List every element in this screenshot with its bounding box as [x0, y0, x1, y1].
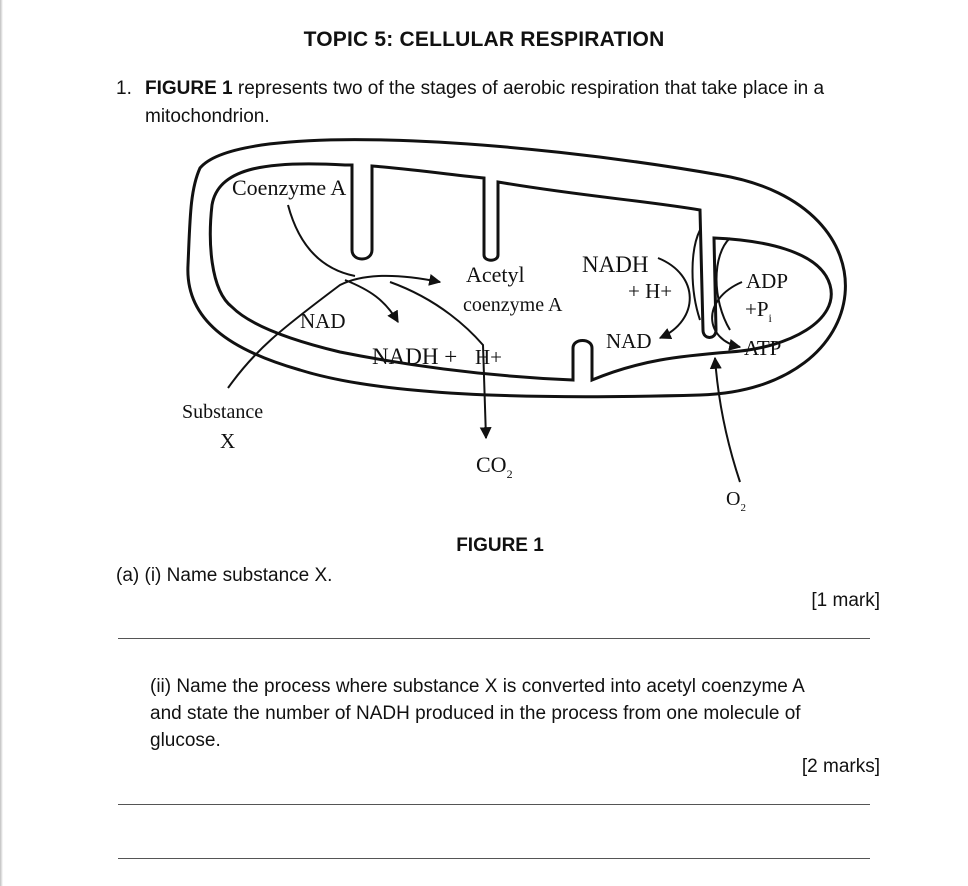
label-substance: Substance	[182, 401, 263, 423]
label-o2: O2	[726, 488, 746, 514]
label-acetyl: Acetyl	[466, 262, 525, 287]
coenzyme-a-curve	[287, 204, 356, 277]
label-co2: CO2	[476, 452, 513, 481]
nadh-to-nad-arrow	[657, 257, 691, 340]
crista-detail-2	[715, 237, 731, 331]
label-nad-left: NAD	[300, 309, 346, 333]
label-acetyl-coenzyme-a: coenzyme A	[463, 294, 563, 316]
question-number: 1.	[116, 78, 132, 99]
label-coenzyme-a: Coenzyme A	[232, 175, 346, 200]
co2-arrow	[389, 281, 492, 440]
o2-arrow	[709, 356, 741, 483]
label-x: X	[220, 429, 235, 453]
question-a-i: (a) (i) Name substance X.	[116, 565, 333, 586]
question-a-ii-line2: and state the number of NADH produced in…	[150, 703, 801, 724]
question-intro-line2: mitochondrion.	[145, 106, 270, 127]
label-atp: ATP	[744, 336, 781, 360]
question-a-ii-line3: glucose.	[150, 730, 221, 751]
inner-membrane	[208, 162, 833, 383]
label-h-plus-bottom: H+	[475, 345, 502, 369]
page-edge	[0, 0, 3, 886]
marks-a-ii: [2 marks]	[801, 756, 880, 777]
figure-reference: FIGURE 1	[145, 78, 233, 99]
label-pi: +Pi	[745, 297, 773, 325]
mitochondrion-diagram: Coenzyme A Acetyl coenzyme A NADH + H+ A…	[182, 138, 847, 514]
question-intro: 1. FIGURE 1 represents two of the stages …	[116, 75, 824, 103]
outer-membrane	[186, 138, 847, 399]
label-adp: ADP	[746, 269, 788, 293]
crista-detail	[691, 229, 701, 321]
answer-line-a-ii-1[interactable]	[118, 804, 870, 805]
label-h-plus-top: + H+	[628, 279, 672, 303]
answer-line-a-i[interactable]	[118, 638, 870, 639]
question-intro-text: represents two of the stages of aerobic …	[232, 78, 825, 99]
marks-a-i: [1 mark]	[811, 590, 880, 611]
substance-x-path	[227, 274, 442, 389]
label-nadh-bottom: NADH +	[372, 344, 457, 369]
label-nadh-top: NADH	[582, 252, 648, 277]
answer-line-a-ii-2[interactable]	[118, 858, 870, 859]
page-title: TOPIC 5: CELLULAR RESPIRATION	[303, 28, 665, 51]
label-nad-right: NAD	[606, 329, 652, 353]
figure-caption: FIGURE 1	[456, 535, 544, 556]
nad-curve	[344, 279, 399, 324]
question-a-ii-line1: (ii) Name the process where substance X …	[150, 676, 805, 697]
adp-to-atp-arrow	[711, 281, 743, 351]
